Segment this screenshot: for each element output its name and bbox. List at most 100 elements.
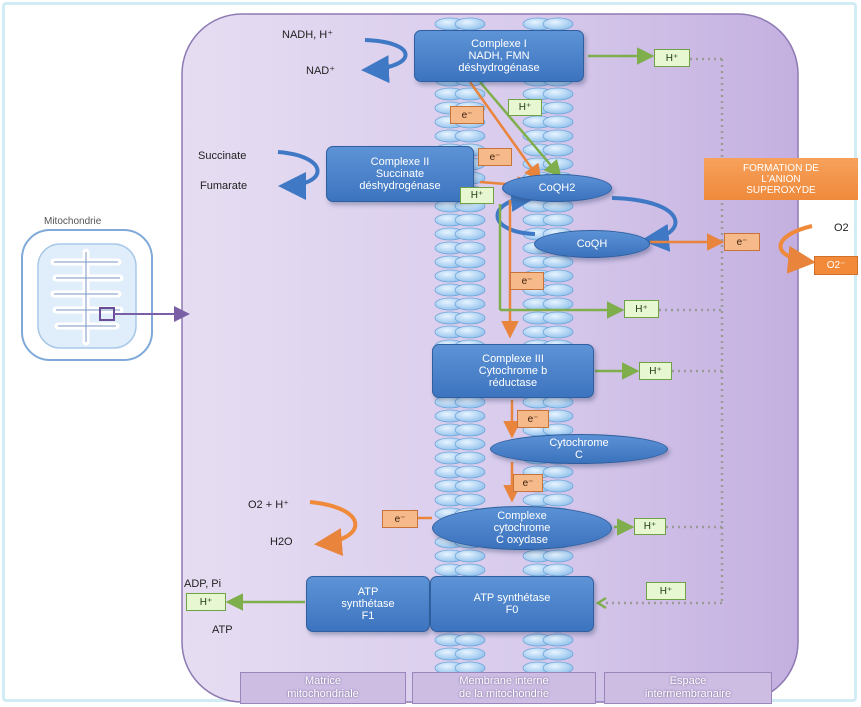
electron-tag: e⁻ <box>450 106 484 124</box>
lipid-bead <box>454 409 486 423</box>
atp-synthase-f1: ATP synthétase F1 <box>306 576 430 632</box>
complex-2-enzyme: déshydrogénase <box>359 180 441 192</box>
lipid-bead <box>454 297 486 311</box>
h-plus-tag: H⁺ <box>634 518 666 535</box>
lipid-bead <box>454 479 486 493</box>
atp-synthase-f0: ATP synthétase F0 <box>430 576 594 632</box>
lipid-bead <box>542 213 574 227</box>
lipid-bead <box>542 563 574 577</box>
nad-label: NAD⁺ <box>306 65 336 77</box>
coqh2-label: CoQH2 <box>538 182 576 194</box>
lipid-bead <box>542 479 574 493</box>
nadh-label: NADH, H⁺ <box>282 29 334 41</box>
lipid-bead <box>454 563 486 577</box>
complex-3-cytochrome: Cytochrome b <box>478 365 548 377</box>
superoxide-formation-box: FORMATION DE L'ANION SUPEROXYDE <box>704 158 858 200</box>
lipid-bead <box>542 255 574 269</box>
mitochondrion-label: Mitochondrie <box>44 216 102 227</box>
h-plus-tag: H⁺ <box>508 99 542 116</box>
complex-1-enzyme: déshydrogénase <box>458 62 540 74</box>
lipid-bead <box>542 143 574 157</box>
o2-to-h2o-arrow <box>309 500 358 557</box>
superoxide-line2: L'ANION <box>761 173 801 185</box>
h-plus-tag: H⁺ <box>639 362 672 380</box>
lipid-bead <box>454 213 486 227</box>
complex-3: Complexe III Cytochrome b réductase <box>432 344 594 398</box>
succinate-label: Succinate <box>198 150 247 162</box>
region-matrix-line1: Matrice <box>304 675 342 687</box>
lipid-bead <box>542 101 574 115</box>
complex-4-line1: Complexe <box>497 510 547 522</box>
lipid-bead <box>454 269 486 283</box>
proton-return-path <box>604 57 724 605</box>
region-inner-membrane-line1: Membrane interne <box>459 675 549 687</box>
complex-4-line3: C oxydase <box>496 534 548 546</box>
lipid-bead <box>542 311 574 325</box>
lipid-bead <box>542 465 574 479</box>
lipid-bead <box>542 549 574 563</box>
complex-1-title: Complexe I <box>471 38 527 50</box>
lipid-bead <box>454 423 486 437</box>
fumarate-label: Fumarate <box>200 180 248 192</box>
lipid-bead <box>454 227 486 241</box>
adp-label: ADP, Pi <box>184 578 222 590</box>
lipid-bead <box>454 17 486 31</box>
h-plus-tag: H⁺ <box>654 49 690 67</box>
lipid-bead <box>542 87 574 101</box>
lipid-bead <box>542 493 574 507</box>
electron-tag: e⁻ <box>478 148 512 166</box>
complex-1: Complexe I NADH, FMN déshydrogénase <box>414 30 584 82</box>
region-intermembrane-line1: Espace <box>669 675 707 687</box>
h-plus-tag: H⁺ <box>624 300 659 318</box>
lipid-bead <box>542 647 574 661</box>
lipid-bead <box>454 633 486 647</box>
lipid-bead <box>454 451 486 465</box>
electron-tag: e⁻ <box>517 410 549 428</box>
coqh: CoQH <box>534 230 650 258</box>
lipid-bead <box>542 283 574 297</box>
region-intermembrane-line2: intermembranaire <box>644 688 732 700</box>
coqh-label: CoQH <box>576 238 608 250</box>
complex-2: Complexe II Succinate déshydrogénase <box>326 146 474 202</box>
atp-synthase-f1-line2: synthétase <box>341 598 395 610</box>
region-matrix-line2: mitochondriale <box>287 688 359 700</box>
atp-label: ATP <box>212 624 233 636</box>
coqh2: CoQH2 <box>502 174 612 202</box>
h-plus-tag: H⁺ <box>646 582 686 600</box>
complex-2-substrate: Succinate <box>375 168 425 180</box>
cytochrome-c: Cytochrome C <box>490 434 668 464</box>
h-plus-tag: H⁺ <box>186 593 226 611</box>
complex-3-enzyme: réductase <box>488 377 538 389</box>
atp-synthase-entry-arrow <box>595 596 607 610</box>
complex-1-cofactor: NADH, FMN <box>468 50 530 62</box>
complex-2-title: Complexe II <box>370 156 430 168</box>
region-intermembrane-label: Espace intermembranaire <box>604 672 772 704</box>
proton-flow-arrows <box>225 47 655 611</box>
lipid-bead <box>454 283 486 297</box>
lipid-bead <box>454 241 486 255</box>
o2-label: O2 <box>834 222 849 234</box>
lipid-bead <box>454 549 486 563</box>
lipid-bead <box>542 297 574 311</box>
region-matrix-label: Matrice mitochondriale <box>240 672 406 704</box>
electron-tag: e⁻ <box>382 510 418 528</box>
h2o-label: H2O <box>270 536 293 548</box>
region-inner-membrane-line2: de la mitochondrie <box>459 688 549 700</box>
superoxide-anion-tag: O2⁻ <box>814 256 858 275</box>
atp-synthase-f1-line1: ATP <box>357 586 379 598</box>
lipid-bead <box>542 129 574 143</box>
complex-4: Complexe cytochrome C oxydase <box>432 506 612 550</box>
complex-4-line2: cytochrome <box>493 522 551 534</box>
lipid-bead <box>542 325 574 339</box>
lipid-bead <box>542 633 574 647</box>
lipid-bead <box>454 465 486 479</box>
electron-tag: e⁻ <box>724 233 760 251</box>
electron-tag: e⁻ <box>513 474 543 492</box>
complex-3-title: Complexe III <box>482 353 544 365</box>
cytochrome-c-line1: Cytochrome <box>549 437 609 449</box>
superoxide-line3: SUPEROXYDE <box>746 184 816 196</box>
o2-h-label: O2 + H⁺ <box>248 499 289 511</box>
lipid-bead <box>454 255 486 269</box>
cytochrome-c-line2: C <box>575 449 583 461</box>
